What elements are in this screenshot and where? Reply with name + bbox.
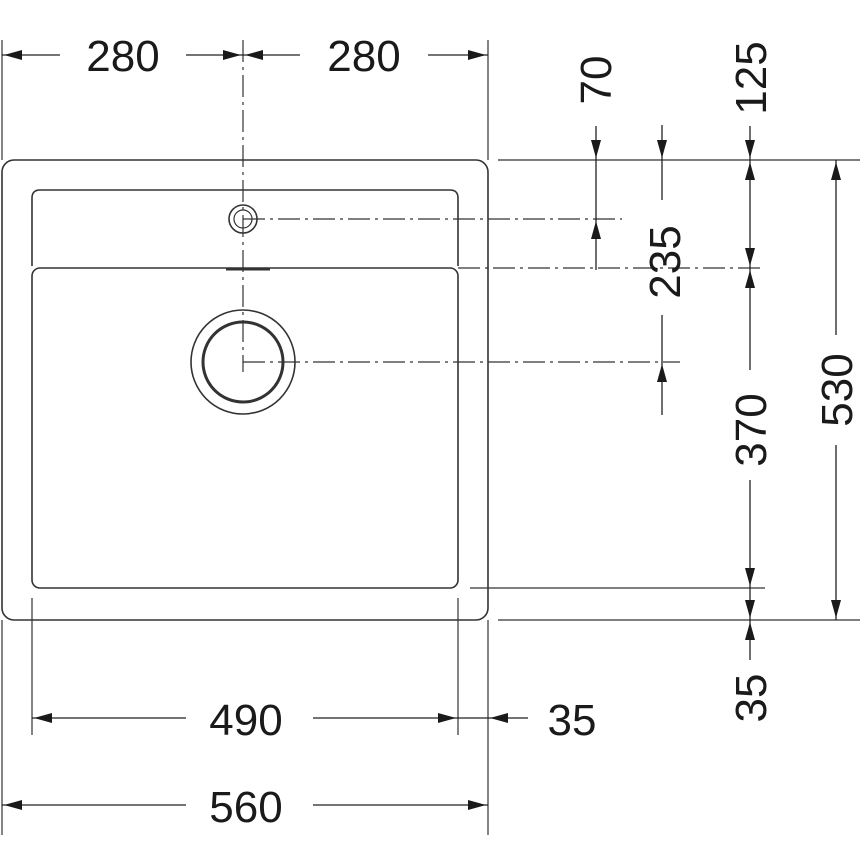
arrowhead (438, 713, 456, 723)
arrowhead (745, 568, 755, 586)
arrowhead (223, 50, 241, 60)
arrowhead (4, 800, 22, 810)
dim-label-bowl-width: 490 (209, 696, 282, 745)
arrowhead (657, 140, 667, 158)
dim-label-rim-bottom: 35 (727, 674, 776, 723)
arrowhead (468, 800, 486, 810)
arrowhead (490, 713, 508, 723)
arrowhead (745, 248, 755, 266)
arrowhead (591, 140, 601, 158)
extension-lines (1, 40, 860, 835)
dim-label-rim-right: 35 (548, 696, 597, 745)
sink-bowl (31, 267, 459, 589)
arrowhead (831, 162, 841, 180)
dimension-lines (2, 54, 837, 806)
arrowhead (745, 600, 755, 618)
dim-label-top-right: 280 (327, 32, 400, 81)
arrowhead (468, 50, 486, 60)
arrowheads (4, 50, 841, 810)
arrowhead (4, 50, 22, 60)
arrowhead (745, 270, 755, 288)
arrowhead (657, 364, 667, 382)
dim-label-overall-depth: 530 (813, 353, 860, 426)
sink-outline (1, 159, 489, 621)
dim-label-top-left: 280 (86, 32, 159, 81)
dim-label-bowl-length: 370 (727, 393, 776, 466)
arrowhead (34, 713, 52, 723)
arrowhead (745, 140, 755, 158)
arrowhead (591, 221, 601, 239)
arrowhead (745, 162, 755, 180)
dim-label-tap-to-waste: 235 (641, 225, 690, 298)
arrowhead (831, 600, 841, 618)
dim-label-offset-bowl-top: 125 (727, 41, 776, 114)
dim-label-offset-tap: 70 (572, 56, 621, 105)
sink-outer-rim (1, 159, 489, 621)
dimension-labels: 280 280 490 35 560 70 125 235 370 530 35 (86, 32, 860, 832)
sink-drainer-area (31, 189, 459, 266)
arrowhead (245, 50, 263, 60)
center-lines (242, 40, 765, 372)
arrowhead (745, 622, 755, 640)
dim-label-overall-width: 560 (209, 783, 282, 832)
